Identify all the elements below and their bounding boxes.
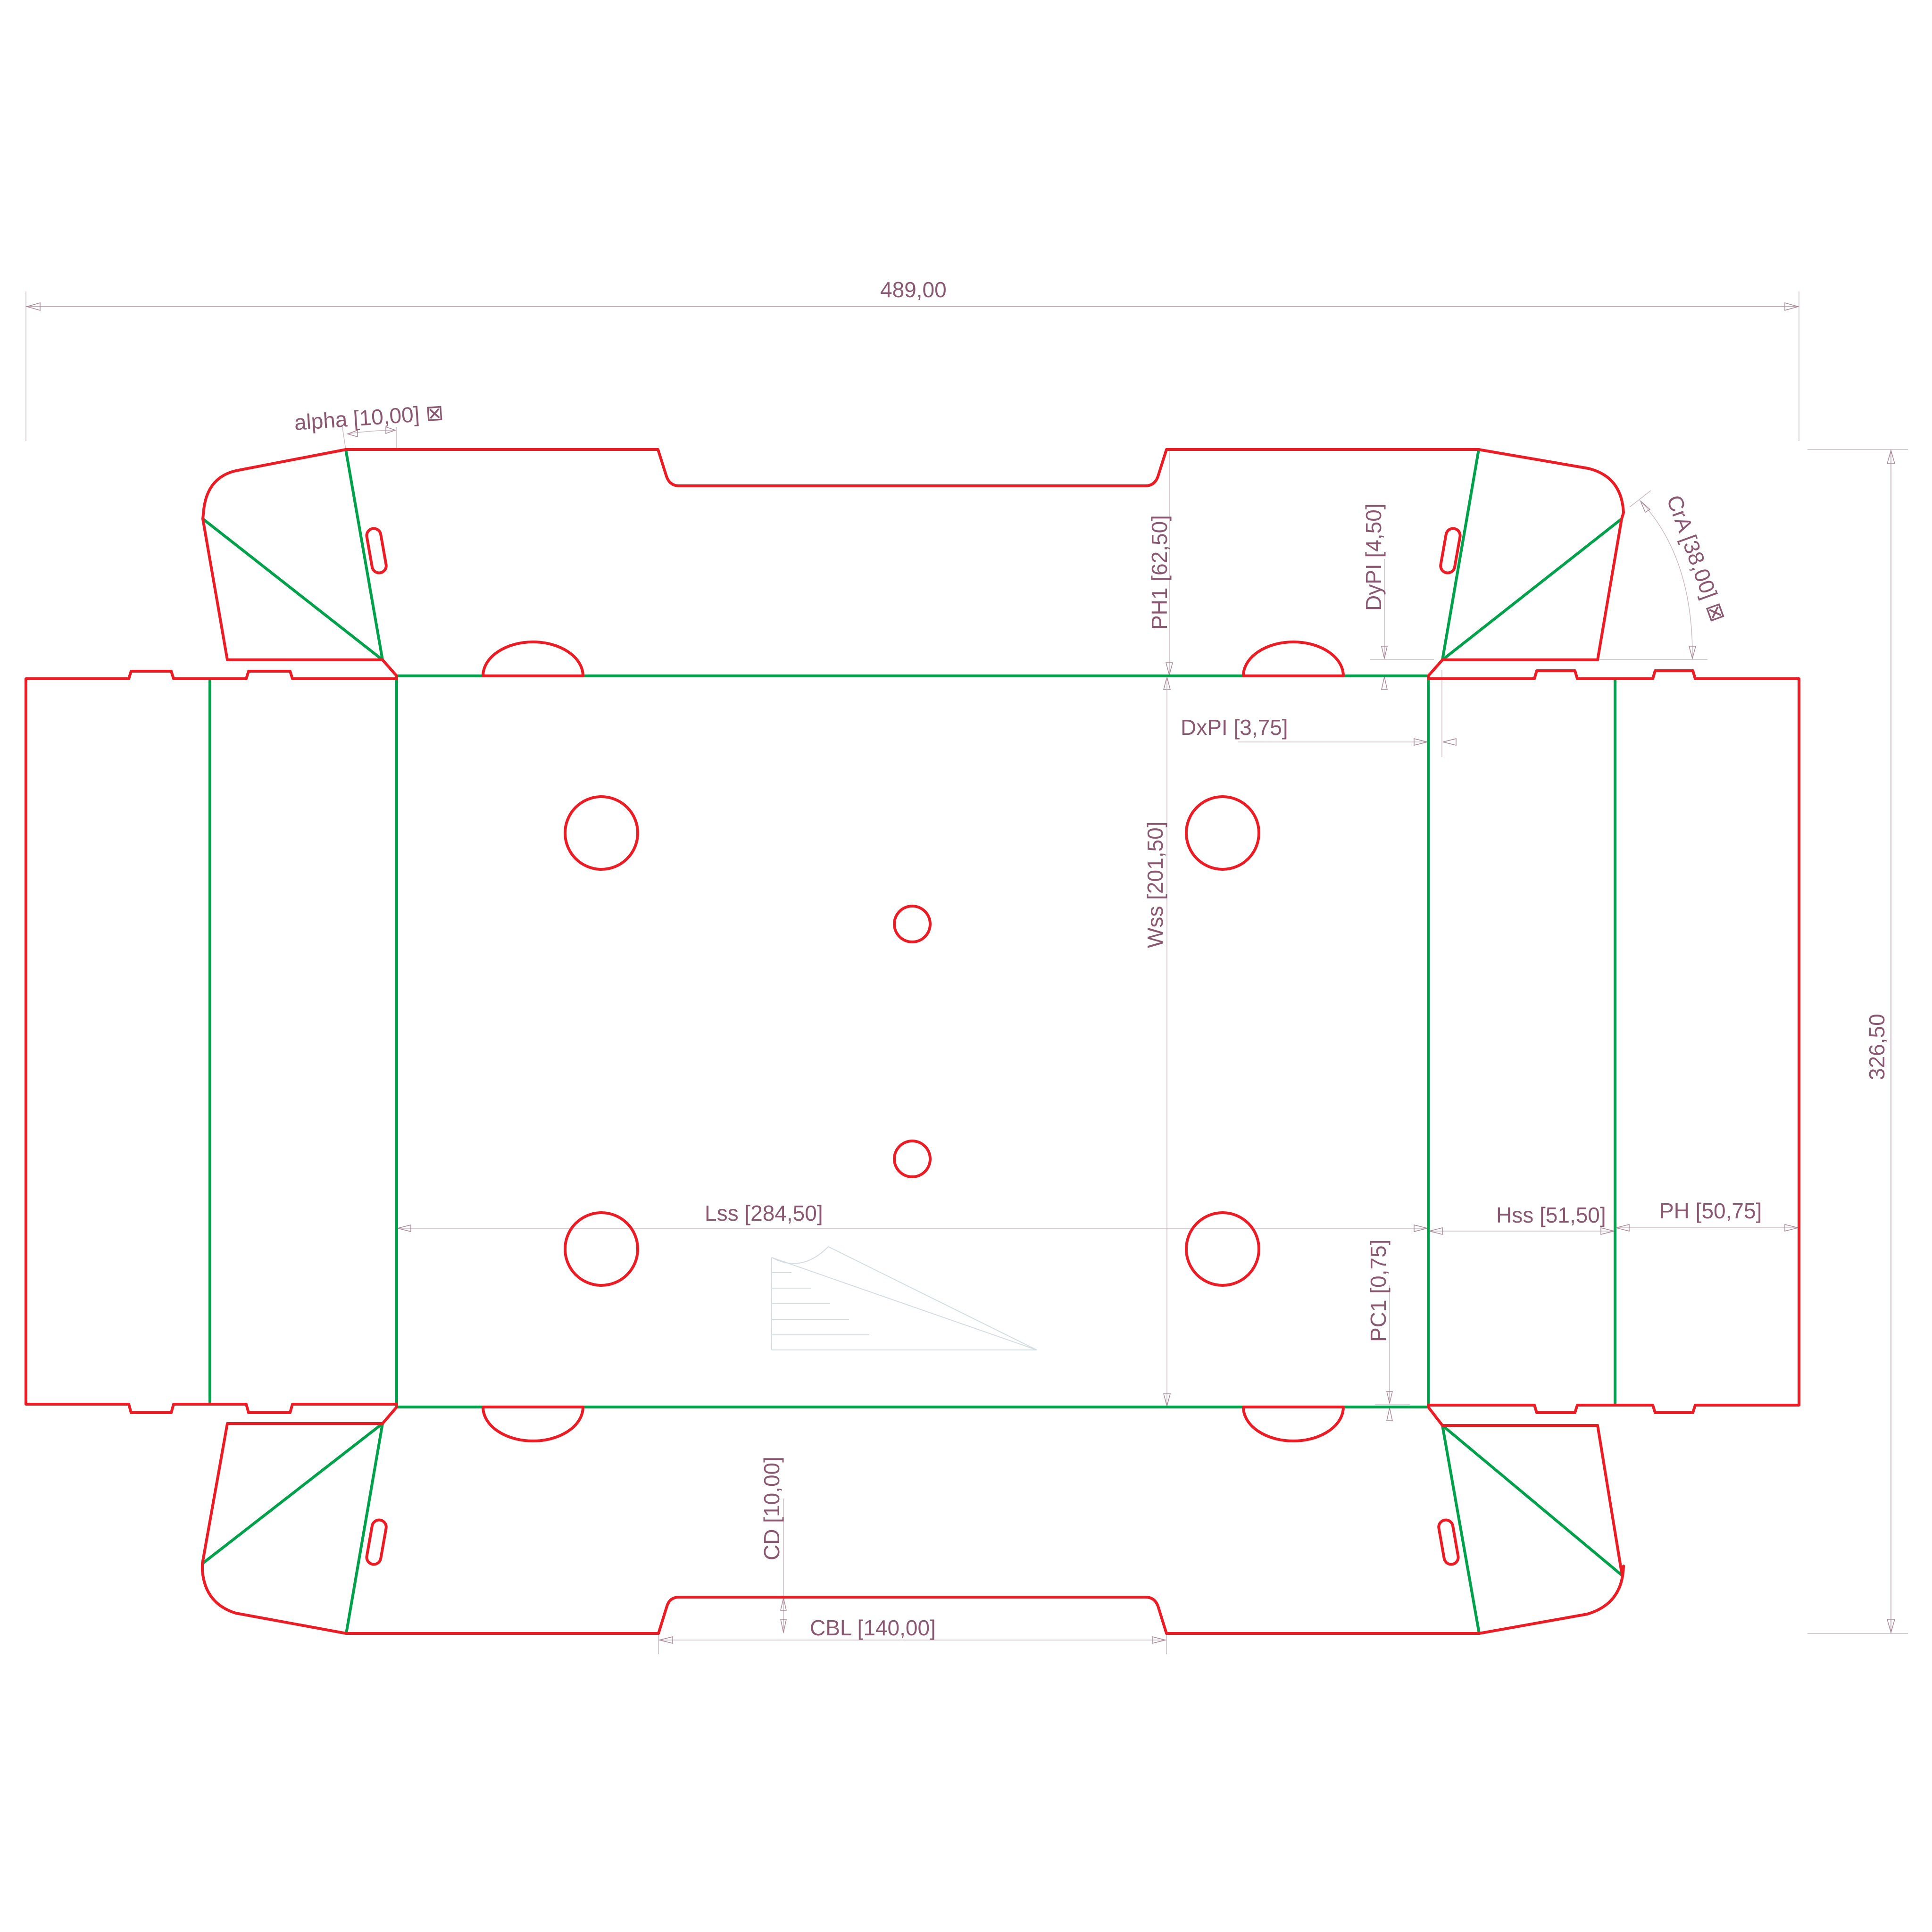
wss-label: Wss [201,50] (1143, 822, 1167, 948)
left-side-panels (25, 670, 398, 1414)
ph1-dimension: PH1 [62,50] (1147, 450, 1173, 690)
crease-lines (201, 448, 1624, 1635)
dypi-label: DyPI [4,50] (1361, 503, 1386, 611)
half-circle-bottom-left (482, 1406, 584, 1442)
hss-label: Hss [51,50] (1496, 1203, 1606, 1227)
alpha-label: alpha [10,00] ⊠ (293, 400, 444, 435)
cd-label: CD [10,00] (759, 1457, 784, 1560)
slot-top-left (365, 527, 388, 575)
slot-bottom-left (365, 1518, 388, 1566)
wss-dimension: Wss [201,50] (1143, 676, 1171, 1407)
overall-width-dimension: 489,00 (25, 277, 1799, 441)
ph-dimension: PH [50,75] (1615, 1199, 1799, 1232)
overall-height-label: 326,50 (1865, 1014, 1889, 1080)
hole-large-bottom-left (564, 1211, 639, 1287)
top-left-flap (201, 448, 398, 677)
hole-small-lower (893, 1140, 932, 1178)
hole-small-upper (893, 905, 932, 943)
pc1-label: PC1 [0,75] (1366, 1240, 1391, 1342)
bottom-right-flap (1427, 1406, 1625, 1635)
cd-dimension: CD [10,00] (759, 1457, 787, 1633)
grain-direction-icon (771, 1246, 1037, 1350)
lss-dimension: Lss [284,50] (397, 1201, 1428, 1232)
cbl-label: CBL [140,00] (810, 1616, 936, 1640)
hole-large-bottom-right (1185, 1211, 1260, 1287)
hss-dimension: Hss [51,50] (1428, 1203, 1615, 1235)
half-circle-bottom-right (1242, 1406, 1345, 1442)
hole-large-top-left (564, 795, 639, 871)
dxpi-label: DxPI [3,75] (1181, 715, 1288, 740)
slot-bottom-right (1437, 1518, 1460, 1566)
dxpi-dimension: DxPI [3,75] (1181, 670, 1457, 757)
cra-angle-dimension: CrA [38,00] ⊠ (1488, 490, 1731, 660)
cra-label: CrA [38,00] ⊠ (1662, 492, 1731, 625)
ph-label: PH [50,75] (1659, 1199, 1762, 1223)
overall-height-dimension: 326,50 (1807, 449, 1908, 1634)
half-circle-top-left (482, 641, 584, 677)
pc1-dimension: PC1 [0,75] (1366, 1240, 1410, 1421)
hole-large-top-right (1185, 795, 1260, 871)
bottom-left-flap (201, 1406, 398, 1635)
cbl-dimension: CBL [140,00] (658, 1616, 1167, 1654)
bottom-panel-edge (345, 1596, 1481, 1635)
right-side-panels (1427, 669, 1800, 1414)
alpha-angle-dimension: alpha [10,00] ⊠ (293, 400, 444, 450)
cut-lines (25, 448, 1800, 1635)
top-panel-edge (344, 448, 1480, 487)
dypi-dimension: DyPI [4,50] (1361, 503, 1434, 690)
slot-top-right (1439, 527, 1462, 575)
overall-width-label: 489,00 (880, 277, 947, 302)
half-circle-top-right (1242, 641, 1345, 677)
ph1-label: PH1 [62,50] (1147, 515, 1172, 630)
top-right-flap (1427, 448, 1625, 677)
lss-label: Lss [284,50] (705, 1201, 823, 1225)
